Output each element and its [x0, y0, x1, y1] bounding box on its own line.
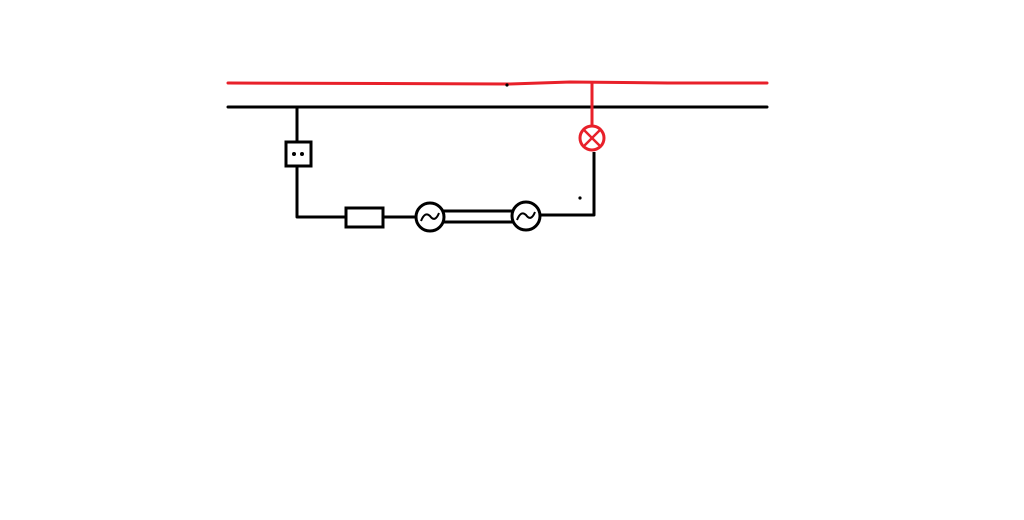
fluorescent-tube-symbol	[414, 200, 542, 233]
ballast-symbol	[344, 206, 385, 229]
switch-symbol	[284, 140, 313, 168]
lamp-symbol	[578, 124, 606, 152]
wire-dot	[505, 83, 509, 87]
phase-wire	[226, 80, 769, 86]
wire-dot	[578, 196, 582, 200]
